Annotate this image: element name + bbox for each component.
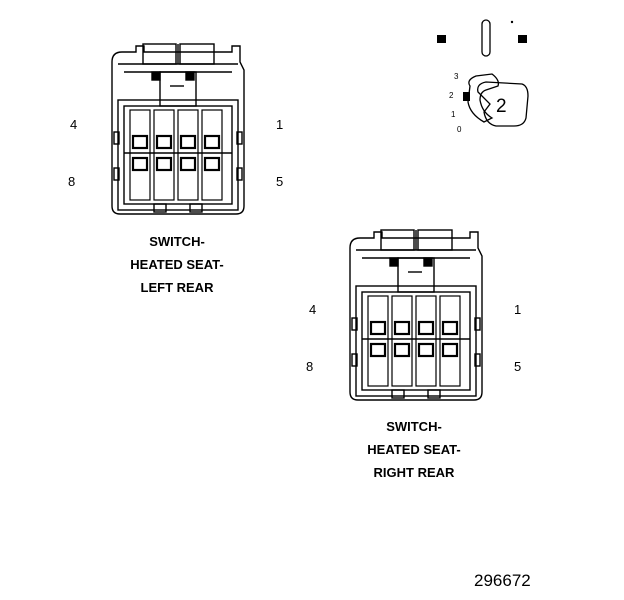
left-caption-line2: HEATED SEAT- — [130, 257, 224, 272]
left-pin-label-8: 8 — [68, 174, 76, 189]
right-pin-label-4: 4 — [309, 302, 317, 317]
left-caption-line3: LEFT REAR — [140, 280, 214, 295]
right-caption-line1: SWITCH- — [386, 419, 442, 434]
right-caption-line3: RIGHT REAR — [373, 465, 455, 480]
switch-knob-number: 2 — [496, 96, 507, 117]
switch-position-1: 1 — [451, 110, 456, 119]
left-connector-caption: SWITCH- HEATED SEAT- LEFT REAR — [77, 230, 277, 299]
left-pin-label-4: 4 — [70, 117, 78, 132]
left-caption-line1: SWITCH- — [149, 234, 205, 249]
left-pin-label-5: 5 — [276, 174, 284, 189]
switch-position-2: 2 — [449, 91, 454, 100]
figure-number: 296672 — [474, 571, 531, 590]
switch-position-3: 3 — [454, 72, 459, 81]
left-connector — [111, 43, 245, 215]
right-pin-label-5: 5 — [514, 359, 522, 374]
left-pin-label-1: 1 — [276, 117, 284, 132]
switch-position-0: 0 — [457, 125, 462, 134]
switch-icon — [437, 19, 529, 127]
right-connector — [349, 229, 483, 401]
right-caption-line2: HEATED SEAT- — [367, 442, 461, 457]
right-pin-label-1: 1 — [514, 302, 522, 317]
right-pin-label-8: 8 — [306, 359, 314, 374]
right-connector-caption: SWITCH- HEATED SEAT- RIGHT REAR — [314, 415, 514, 484]
